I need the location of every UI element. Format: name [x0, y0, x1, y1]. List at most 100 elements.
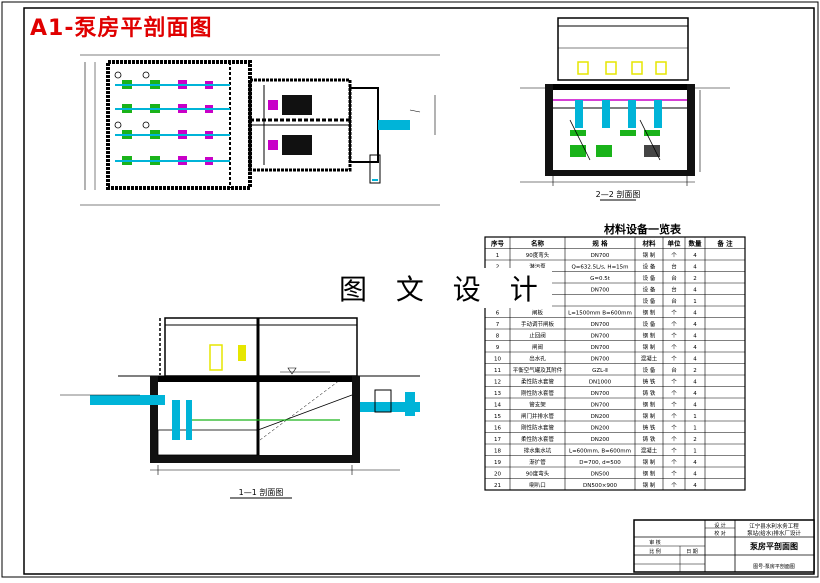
table-cell: 铸 铁	[643, 377, 656, 385]
table-cell: 钢 制	[643, 400, 656, 408]
table-cell: 1	[693, 448, 697, 454]
table-cell: 平衡空气罐及其附件	[513, 366, 563, 374]
table-cell: GZL-Ⅱ	[592, 368, 608, 374]
table-cell: 4	[693, 287, 697, 293]
table-cell: 铸 铁	[643, 423, 656, 431]
title-block: 设 计 校 对 江宁县水利水务工程 泵站(给水)排水厂设计 泵房平剖面图 审 核…	[633, 519, 815, 573]
table-cell: L=1500mm B=600mm	[568, 310, 632, 316]
table-cell: 手动调节闸板	[521, 320, 555, 328]
table-cell: 台	[671, 274, 677, 282]
table-cell: 台	[671, 297, 677, 305]
table-cell: 2	[693, 368, 697, 374]
table-cell: 8	[496, 333, 500, 339]
drawing-title: A1-泵房平剖面图	[30, 16, 213, 41]
section-2-2	[520, 17, 730, 201]
watermark-text: 图 文 设 计	[335, 268, 552, 308]
table-cell: 1	[693, 425, 697, 431]
table-cell: 个	[671, 252, 677, 259]
table-cell: 柔性防水套管	[521, 377, 555, 385]
table-cell: 10	[494, 356, 501, 362]
table-cell: 钢 制	[643, 412, 656, 420]
table-cell: 个	[671, 459, 677, 466]
table-cell: 个	[671, 482, 677, 489]
table-cell: 2	[496, 264, 500, 270]
table-cell: 排水集水坑	[524, 446, 552, 454]
table-cell: 钢 制	[643, 481, 656, 489]
tb-approve: 审 核	[649, 539, 661, 546]
table-cell: 台	[671, 366, 677, 374]
table-cell: 设 备	[643, 285, 656, 293]
table-cell: 个	[671, 378, 677, 385]
table-cell: 16	[494, 425, 501, 431]
table-cell: DN700	[591, 333, 610, 339]
table-header-cell: 备 注	[716, 238, 733, 247]
table-cell: 个	[671, 401, 677, 408]
table-cell: 90度弯头	[526, 469, 550, 477]
table-cell: 管支架	[529, 400, 546, 408]
inner-border	[23, 7, 815, 575]
table-cell: 设 备	[643, 297, 656, 305]
table-cell: 4	[693, 264, 697, 270]
section-2-2-label: 2—2 剖面图	[596, 189, 641, 199]
table-cell: 1	[693, 299, 697, 305]
table-cell: 4	[693, 379, 697, 385]
tb-scale: 比 例	[649, 548, 661, 555]
table-title: 材料设备一览表	[604, 223, 681, 236]
table-cell: 混凝土	[641, 354, 658, 362]
table-cell: 17	[494, 437, 501, 443]
table-cell: 2	[693, 276, 697, 282]
table-cell: DN700	[591, 356, 610, 362]
table-cell: 19	[494, 460, 501, 466]
table-cell: 14	[494, 402, 501, 408]
table-cell: 台	[671, 285, 677, 293]
table-cell: 混凝土	[641, 446, 658, 454]
table-cell: 1	[496, 253, 500, 259]
table-cell: 台	[671, 262, 677, 270]
table-header-cell: 数量	[689, 238, 703, 247]
table-cell: 12	[494, 379, 501, 385]
table-cell: 渐扩管	[529, 458, 546, 466]
table-cell: 4	[693, 253, 697, 259]
table-cell: 闸门井排水管	[521, 412, 555, 420]
table-cell: 钢 制	[643, 343, 656, 351]
table-cell: 止回阀	[529, 331, 546, 339]
table-cell: 4	[693, 483, 697, 489]
table-cell: 个	[671, 424, 677, 431]
table-cell: 设 备	[643, 366, 656, 374]
table-cell: 钢 制	[643, 469, 656, 477]
table-cell: 个	[671, 355, 677, 362]
table-cell: 刚性防水套管	[521, 423, 555, 431]
table-cell: 9	[496, 345, 500, 351]
table-cell: 个	[671, 344, 677, 351]
table-cell: DN700	[591, 402, 610, 408]
table-cell: 21	[494, 483, 501, 489]
table-cell: 喇叭口	[529, 481, 546, 489]
table-cell: 15	[494, 414, 501, 420]
table-cell: 个	[671, 436, 677, 443]
table-cell: 1	[693, 414, 697, 420]
table-cell: 90度弯头	[526, 251, 550, 259]
table-cell: 柔性防水套管	[521, 435, 555, 443]
table-cell: 设 备	[643, 320, 656, 328]
table-cell: 个	[671, 321, 677, 328]
table-cell: 4	[693, 402, 697, 408]
table-cell: 钢 制	[643, 458, 656, 466]
table-cell: DN700	[591, 345, 610, 351]
table-cell: 4	[693, 322, 697, 328]
tb-drawing-name: 泵房平剖面图	[750, 541, 798, 551]
plan-view	[80, 54, 440, 206]
table-cell: 设 备	[643, 262, 656, 270]
table-cell: 铸 铁	[643, 435, 656, 443]
pump-rows	[114, 71, 230, 165]
table-cell: 个	[671, 309, 677, 316]
table-cell: DN1000	[589, 379, 612, 385]
table-cell: 个	[671, 390, 677, 397]
table-cell: 钢 制	[643, 251, 656, 259]
table-cell: 闸阀	[532, 343, 543, 351]
table-cell: 潜污泵	[529, 262, 546, 270]
table-cell: DN200	[591, 425, 610, 431]
table-cell: 4	[693, 333, 697, 339]
table-cell: 7	[496, 322, 500, 328]
table-cell: 闸板	[532, 308, 544, 316]
